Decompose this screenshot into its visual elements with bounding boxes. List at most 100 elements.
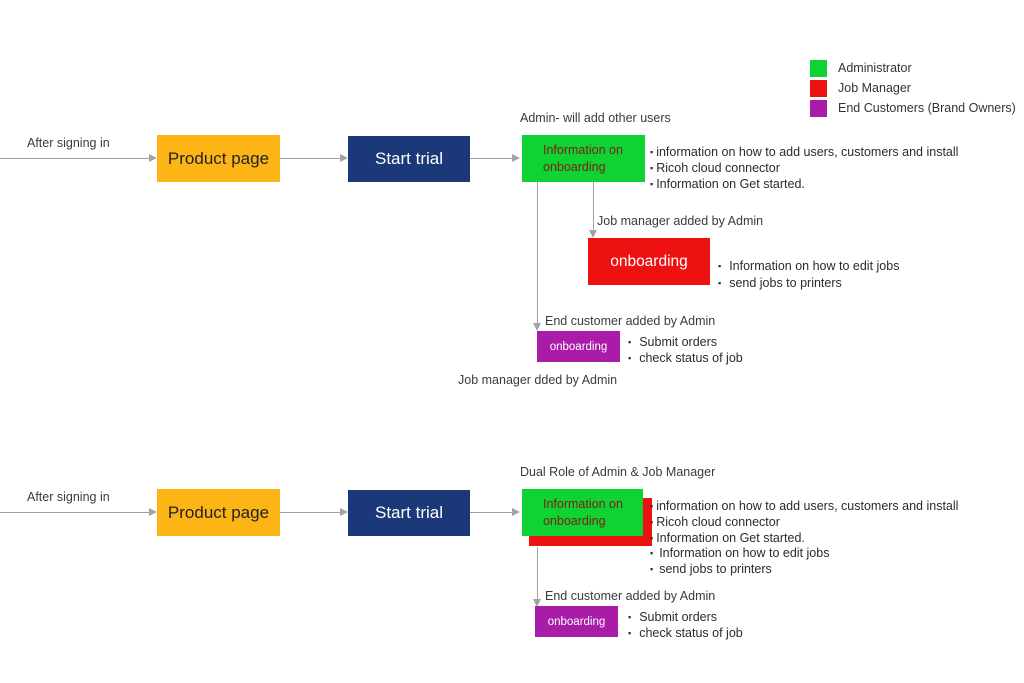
- bullet-text: send jobs to printers: [659, 562, 772, 577]
- legend-item-end-customers: End Customers (Brand Owners): [810, 98, 1016, 118]
- flow2-information-onboarding-box: Information on onboarding: [522, 489, 643, 536]
- legend-item-administrator: Administrator: [810, 58, 1016, 78]
- flow1-start-trial-box: Start trial: [348, 136, 470, 182]
- onboarding-label: onboarding: [610, 252, 688, 270]
- flow1-connector-line: [0, 158, 150, 159]
- bullet-item: ▪ Submit orders: [628, 335, 743, 351]
- flow1-start-label: After signing in: [27, 136, 110, 150]
- flow1-information-onboarding-box: Information on onboarding: [522, 135, 645, 182]
- bullet-item: ▪ check status of job: [628, 626, 743, 642]
- bullet-icon: ▪: [718, 261, 722, 271]
- flow1-connector-line: [470, 158, 514, 159]
- start-trial-label: Start trial: [374, 149, 444, 168]
- arrow-right-icon: [340, 154, 348, 162]
- bullet-item: ▪ Information on how to edit jobs: [650, 546, 958, 562]
- onboarding-label: onboarding: [549, 340, 608, 353]
- start-trial-label: Start trial: [374, 503, 444, 522]
- flow1-job-manager-label: Job manager added by Admin: [597, 214, 764, 228]
- flow2-purple-bullet-list: ▪ Submit orders ▪ check status of job: [628, 610, 743, 642]
- bullet-text: check status of job: [639, 625, 743, 640]
- administrator-color-swatch: [810, 59, 827, 77]
- bullet-text: Submit orders: [639, 610, 718, 624]
- flow1-connector-line-to-red: [593, 182, 594, 231]
- legend-label: End Customers (Brand Owners): [838, 101, 1016, 115]
- flow2-start-trial-box: Start trial: [348, 490, 470, 536]
- bullet-text: send jobs to printers: [729, 276, 842, 290]
- bullet-item: ▪information on how to add users, custom…: [650, 499, 958, 515]
- bullet-text: Ricoh cloud connector: [656, 514, 780, 529]
- bullet-icon: ▪: [650, 564, 654, 575]
- bullet-text: Information on Get started.: [656, 176, 805, 191]
- flow2-info-bullet-list: ▪information on how to add users, custom…: [650, 499, 958, 578]
- bullet-text: Submit orders: [639, 335, 718, 349]
- bullet-item: ▪ Submit orders: [628, 610, 743, 626]
- bullet-text: Ricoh cloud connector: [656, 160, 780, 175]
- bullet-text: check status of job: [639, 350, 743, 365]
- flow2-start-label: After signing in: [27, 490, 110, 504]
- onboarding-label: onboarding: [547, 615, 606, 628]
- bullet-item: ▪ check status of job: [628, 351, 743, 367]
- bullet-icon: ▪: [650, 162, 654, 173]
- end-customers-color-swatch: [810, 99, 827, 117]
- flow1-purple-bullet-list: ▪ Submit orders ▪ check status of job: [628, 335, 743, 367]
- bullet-item: ▪information on how to add users, custom…: [650, 145, 958, 161]
- bullet-icon: ▪: [650, 147, 654, 157]
- flow2-product-page-box: Product page: [157, 489, 280, 536]
- bullet-item: ▪Information on Get started.: [650, 177, 958, 193]
- bullet-icon: ▪: [628, 352, 632, 363]
- flow2-title: Dual Role of Admin & Job Manager: [520, 465, 716, 479]
- flow1-product-page-box: Product page: [157, 135, 280, 182]
- flow1-end-customer-label: End customer added by Admin: [545, 314, 716, 328]
- bullet-icon: ▪: [628, 337, 632, 347]
- bullet-icon: ▪: [650, 532, 654, 543]
- bullet-text: information on how to add users, custome…: [656, 145, 959, 159]
- legend-label: Job Manager: [838, 81, 911, 95]
- arrow-down-icon: [533, 323, 541, 331]
- bullet-icon: ▪: [628, 612, 632, 622]
- flow2-connector-line: [0, 512, 150, 513]
- flow1-onboarding-red-box: onboarding: [588, 238, 710, 285]
- bullet-icon: ▪: [628, 627, 632, 638]
- product-page-label: Product page: [167, 502, 270, 522]
- flow1-admin-title: Admin- will add other users: [520, 111, 671, 125]
- flow1-footnote: Job manager dded by Admin: [458, 373, 618, 387]
- bullet-icon: ▪: [650, 178, 654, 189]
- bullet-item: ▪ send jobs to printers: [718, 275, 899, 292]
- information-onboarding-label: Information on onboarding: [543, 143, 623, 174]
- flow1-connector-line: [280, 158, 342, 159]
- bullet-text: Information on Get started.: [656, 530, 805, 545]
- flow1-connector-line-to-purple: [537, 182, 538, 325]
- information-onboarding-label: Information on onboarding: [543, 497, 623, 528]
- flow2-end-customer-label: End customer added by Admin: [545, 589, 716, 603]
- flow1-info-bullet-list: ▪information on how to add users, custom…: [650, 145, 958, 192]
- flow1-onboarding-purple-box: onboarding: [537, 331, 620, 362]
- arrow-right-icon: [512, 154, 520, 162]
- flow2-connector-line: [470, 512, 514, 513]
- bullet-text: information on how to add users, custome…: [656, 499, 959, 513]
- arrow-right-icon: [512, 508, 520, 516]
- flow2-connector-line: [280, 512, 342, 513]
- legend: Administrator Job Manager End Customers …: [810, 58, 1016, 118]
- flow2-connector-line-to-purple: [537, 547, 538, 601]
- bullet-icon: ▪: [650, 516, 654, 527]
- flow2-onboarding-purple-box: onboarding: [535, 606, 618, 637]
- arrow-right-icon: [340, 508, 348, 516]
- legend-item-job-manager: Job Manager: [810, 78, 1016, 98]
- flow1-red-bullet-list: ▪Information on how to edit jobs ▪ send j…: [718, 258, 899, 292]
- bullet-item: ▪ send jobs to printers: [650, 562, 958, 578]
- bullet-icon: ▪: [650, 548, 654, 559]
- bullet-text: Information on how to edit jobs: [659, 546, 830, 561]
- job-manager-color-swatch: [810, 79, 827, 97]
- bullet-icon: ▪: [650, 501, 654, 511]
- bullet-item: ▪Information on how to edit jobs: [718, 258, 899, 275]
- bullet-icon: ▪: [718, 278, 722, 288]
- bullet-item: ▪Information on Get started.: [650, 531, 958, 547]
- bullet-item: ▪Ricoh cloud connector: [650, 161, 958, 177]
- arrow-right-icon: [149, 508, 157, 516]
- bullet-item: ▪Ricoh cloud connector: [650, 515, 958, 531]
- arrow-down-icon: [589, 230, 597, 238]
- legend-label: Administrator: [838, 61, 912, 75]
- arrow-down-icon: [533, 599, 541, 607]
- arrow-right-icon: [149, 154, 157, 162]
